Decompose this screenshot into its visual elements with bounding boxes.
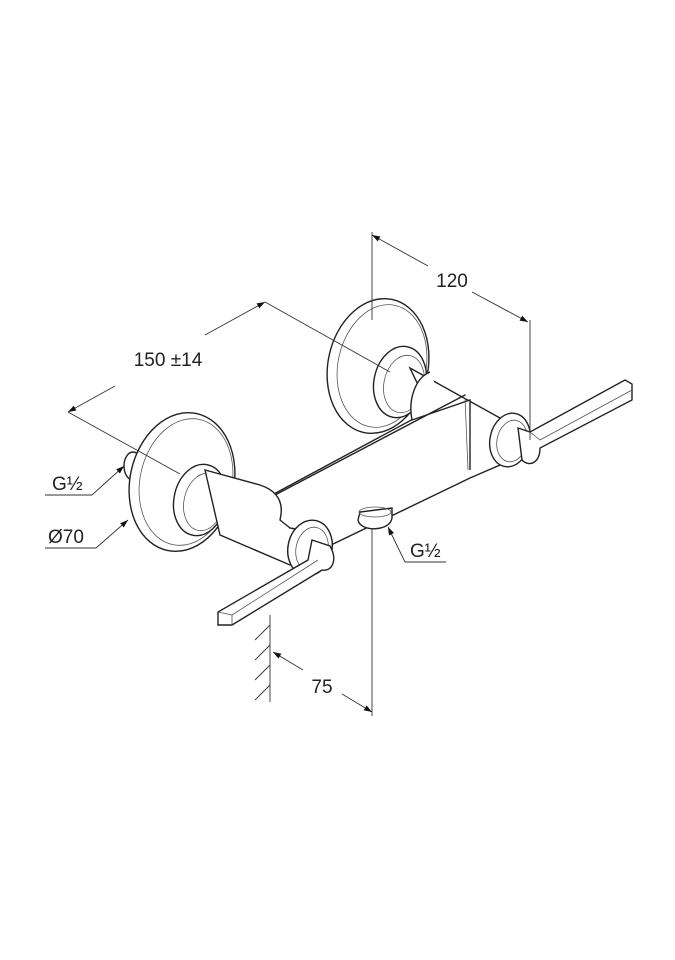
- wall-hatch: [254, 615, 271, 702]
- dimension-75: 75: [272, 528, 373, 716]
- outlet-thread-label: G½: [410, 541, 441, 562]
- rosette-diameter-label: Ø70: [48, 527, 84, 548]
- left-handle: [204, 469, 335, 626]
- shower-outlet: [357, 506, 393, 530]
- rosette-diameter-callout: Ø70: [45, 519, 129, 549]
- outlet-thread-callout: G½: [387, 526, 446, 563]
- right-handle: [488, 379, 633, 468]
- inlet-thread-callout: G½: [45, 465, 125, 496]
- dimension-120-label: 120: [436, 271, 468, 292]
- dimension-120: 120: [371, 232, 531, 440]
- dimension-75-label: 75: [311, 677, 332, 698]
- inlet-thread-label: G½: [52, 474, 83, 495]
- dimension-150: 150 ±14: [67, 301, 391, 475]
- dimension-150-label: 150 ±14: [134, 350, 203, 371]
